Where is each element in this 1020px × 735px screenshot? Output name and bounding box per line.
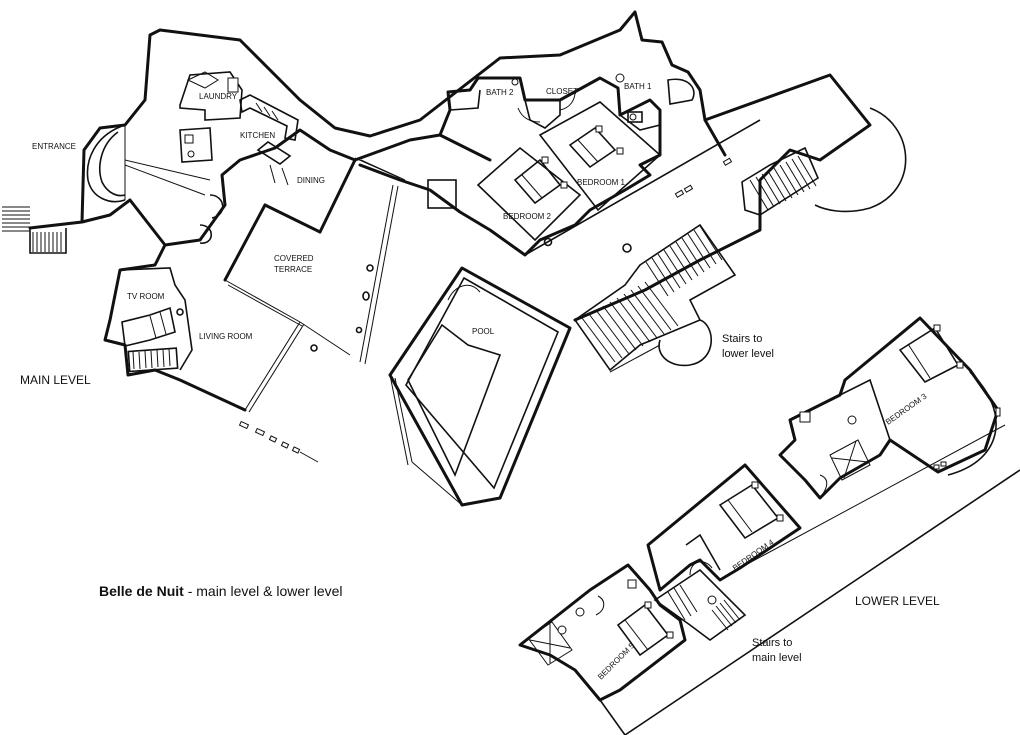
label-bedroom-2: BEDROOM 2 bbox=[503, 212, 552, 221]
bedroom-4-block-walls bbox=[646, 463, 802, 592]
bedroom-3-bed bbox=[898, 326, 960, 384]
label-pool: POOL bbox=[472, 327, 495, 336]
bedroom-5-block-walls bbox=[518, 563, 687, 702]
living-wing-walls bbox=[103, 243, 247, 412]
bedroom-3-east-arc bbox=[947, 371, 997, 476]
terrace-paving bbox=[238, 420, 319, 463]
caption-subtitle: - main level & lower level bbox=[187, 583, 343, 599]
note-stairs-to-main-line1: Stairs to bbox=[752, 637, 792, 649]
label-laundry: LAUNDRY bbox=[199, 92, 238, 101]
stairs-to-lower-level bbox=[573, 223, 737, 372]
bedroom-1-walls bbox=[538, 101, 662, 212]
level-labels: MAIN LEVEL LOWER LEVEL bbox=[20, 373, 940, 608]
caption-property-name: Belle de Nuit bbox=[99, 583, 184, 599]
label-bedroom-4: BEDROOM 4 bbox=[731, 537, 776, 572]
label-living-room: LIVING ROOM bbox=[199, 332, 253, 341]
east-deck-walls bbox=[573, 73, 872, 322]
bedroom-1-bed bbox=[568, 126, 617, 169]
lower-level-plan bbox=[518, 316, 1020, 735]
label-main-level: MAIN LEVEL bbox=[20, 373, 91, 387]
label-kitchen: KITCHEN bbox=[240, 131, 275, 140]
note-stairs-to-lower-line2: lower level bbox=[722, 348, 774, 360]
label-bedroom-3: BEDROOM 3 bbox=[884, 391, 929, 426]
corridor-south-wall bbox=[163, 128, 492, 247]
pool-edge bbox=[388, 266, 572, 507]
plan-caption: Belle de Nuit - main level & lower level bbox=[99, 583, 343, 599]
bedroom-2-bed bbox=[513, 158, 562, 205]
bedroom-2-walls bbox=[476, 146, 582, 242]
east-deck-arc bbox=[814, 107, 907, 213]
main-level-plan bbox=[2, 10, 907, 507]
label-bedroom-1: BEDROOM 1 bbox=[577, 178, 626, 187]
entrance-inner-wall bbox=[80, 198, 167, 247]
laundry-walls bbox=[179, 71, 243, 121]
stairs-to-main-level bbox=[653, 568, 747, 641]
label-lower-level: LOWER LEVEL bbox=[855, 594, 940, 608]
note-stairs-to-main-line2: main level bbox=[752, 652, 802, 664]
label-bath-2: BATH 2 bbox=[486, 88, 514, 97]
tv-room-sofa bbox=[121, 306, 176, 347]
pool-basin bbox=[407, 323, 502, 478]
note-stairs-to-lower-line1: Stairs to bbox=[722, 333, 762, 345]
stair-notes: Stairs to lower level Stairs to main lev… bbox=[722, 333, 802, 664]
label-bath-1: BATH 1 bbox=[624, 82, 652, 91]
label-closet: CLOSET bbox=[546, 87, 578, 96]
label-entrance: ENTRANCE bbox=[32, 142, 76, 151]
label-covered-terrace-line2: TERRACE bbox=[274, 265, 312, 274]
label-bedroom-5: BEDROOM 5 bbox=[596, 641, 637, 682]
label-tv-room: TV ROOM bbox=[127, 292, 165, 301]
bedroom-wing-walls bbox=[358, 76, 662, 257]
kitchen-counters bbox=[239, 94, 299, 141]
label-dining: DINING bbox=[297, 176, 325, 185]
entrance-steps bbox=[2, 206, 67, 254]
bath-1-tub bbox=[667, 78, 695, 105]
entrance-rotunda bbox=[86, 124, 126, 203]
main-north-wall bbox=[28, 10, 727, 230]
bedroom-3-block-walls bbox=[778, 316, 1000, 500]
label-covered-terrace-line1: COVERED bbox=[274, 254, 314, 263]
